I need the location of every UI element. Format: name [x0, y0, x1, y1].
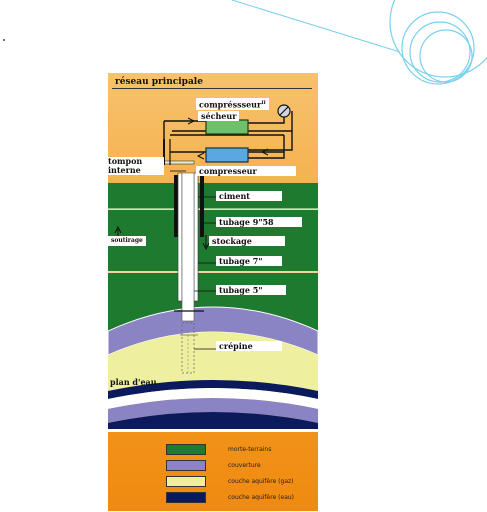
legend-label: couche aquifère (eau) [228, 494, 295, 501]
label-plan-d-eau: plan d'eau [110, 377, 157, 387]
well-cross-section [108, 104, 318, 432]
label-crepine: crépine [216, 341, 282, 351]
label-tubage-9-58: tubage 9"58 [216, 217, 302, 227]
casing-9-58-left [174, 175, 178, 237]
flow-arrow-icon [196, 152, 205, 160]
storage-well-diagram: réseau principale compréssseurII sécheur… [108, 73, 318, 511]
compresseur-unit [205, 147, 249, 163]
legend-label: morte-terrains [228, 446, 272, 453]
label-tompon-interne: tompon interne [108, 157, 164, 175]
layer-morte-terrains-1 [108, 183, 318, 209]
label-reseau-principale: réseau principale [115, 77, 203, 87]
label-soutirage: soutirage [108, 236, 146, 246]
legend-swatch-aquifere-gaz [166, 476, 206, 487]
label-stockage: stockage [209, 236, 285, 246]
flow-arrow-icon [187, 117, 196, 125]
legend-swatch-couverture [166, 460, 206, 471]
tubing-5 [181, 172, 195, 322]
layer-aquifere-eau-2 [108, 412, 318, 429]
label-compresseur-top: compréssseurII [196, 98, 269, 110]
label-ciment: ciment [216, 191, 282, 201]
soutirage-arrow-icon [114, 225, 122, 234]
label-compresseur: compresseur [196, 166, 296, 176]
label-secheur: sécheur [198, 111, 240, 121]
layer-aquifere-eau-1 [108, 380, 318, 399]
stockage-arrow-icon [202, 242, 210, 251]
legend-swatch-aquifere-eau [166, 492, 206, 503]
legend-swatch-morte-terrains [166, 444, 206, 455]
legend-label: couche aquifère (gaz) [228, 478, 294, 485]
legend-label: couverture [228, 462, 261, 469]
label-tubage-5: tubage 5" [216, 285, 286, 295]
casing-9-58-right [200, 175, 204, 237]
label-tubage-7: tubage 7" [216, 256, 282, 266]
reseau-divider [112, 88, 312, 89]
secheur-unit [205, 119, 249, 135]
flow-arrow-icon [260, 148, 269, 156]
